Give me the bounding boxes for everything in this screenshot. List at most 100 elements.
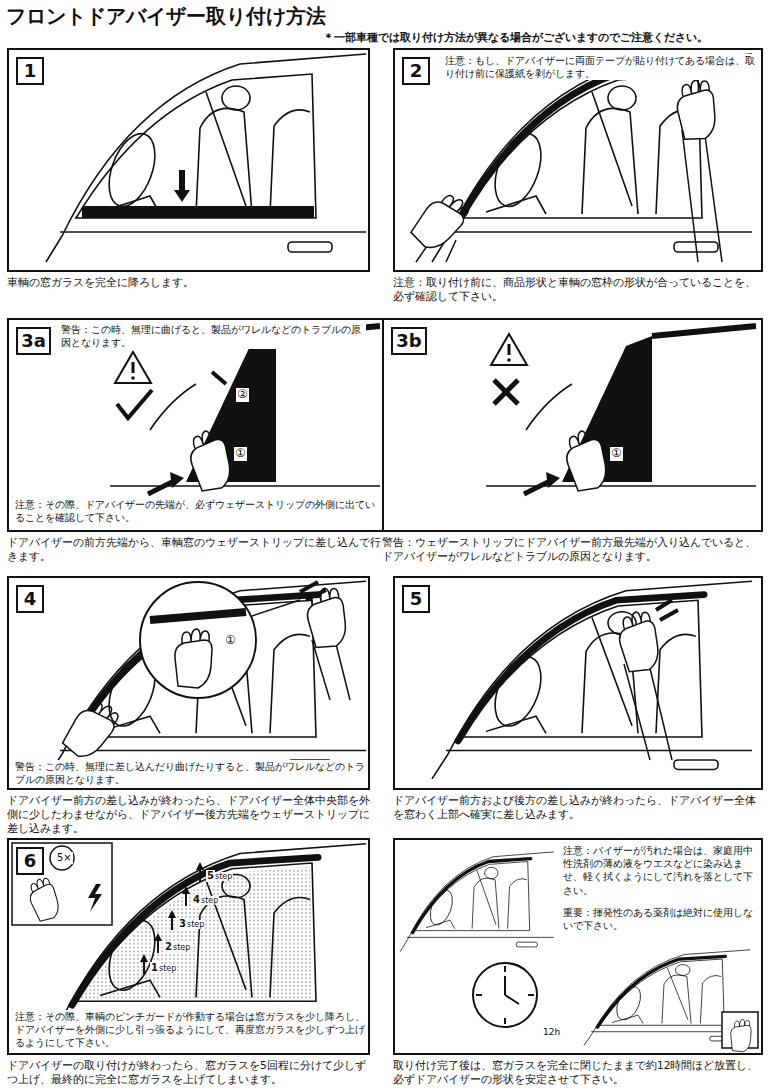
callout-number: ① — [224, 634, 237, 648]
time-label: 12h — [542, 1027, 561, 1037]
step-number: 2 — [410, 62, 423, 80]
car-window-illustration — [150, 612, 246, 620]
step-label: step — [172, 943, 191, 952]
step-caption: 車輌の窓ガラスを完全に降ろします。 — [7, 276, 370, 290]
step-number-box: 3a — [16, 327, 51, 355]
car-window-illustration — [46, 54, 366, 262]
callout-number: ② — [236, 388, 249, 402]
step-number: 6 — [24, 852, 37, 870]
car-window-illustration — [731, 1019, 751, 1051]
step-number-box: 1 — [16, 57, 44, 85]
step-caption: ドアバイザーの取り付けが終わったら、窓ガラスを5回程に分けて少しずつ上げ、最終的… — [7, 1059, 370, 1087]
car-window-illustration — [458, 68, 704, 222]
callout-number: ① — [610, 447, 623, 461]
step-panel: 車輌の窓ガラスを完全に降ろします。1 — [7, 48, 370, 272]
car-window-illustration — [46, 581, 366, 779]
step-panel: ドアバイザー前方および後方の差し込みが終わったら、ドアバイザー全体を窓わく上部へ… — [393, 576, 763, 790]
note-text: 注意：もし、ドアバイザーに両面テープが貼り付けてある場合は、取り付け前に保護紙を… — [445, 54, 757, 80]
car-window-illustration — [624, 660, 672, 760]
car-window-illustration — [674, 78, 719, 142]
car-window-illustration — [656, 600, 678, 620]
step-number-box: 4 — [16, 585, 44, 613]
weatherstrip-closeup — [560, 427, 611, 494]
car-window-illustration — [400, 852, 554, 952]
step-caption: ドアバイザー前方および後方の差し込みが終わったら、ドアバイザー全体を窓わく上部へ… — [393, 794, 763, 822]
car-window-illustration — [303, 586, 350, 651]
weatherstrip-closeup — [184, 427, 235, 494]
car-window-illustration — [300, 582, 326, 600]
car-window-illustration — [12, 843, 112, 925]
callout-number: ① — [234, 447, 247, 461]
step-caption: 取り付け完了後は、窓ガラスを完全に閉じたままで約12時間ほど放置し、必ずドアバイ… — [393, 1059, 763, 1087]
step-label: step — [200, 896, 219, 905]
step-caption: 注意：取り付け前に、商品形状と車輌の窓枠の形状が合っていることを、必ず確認して下… — [393, 276, 763, 304]
car-window-illustration — [682, 128, 722, 262]
weatherstrip-closeup — [494, 380, 518, 404]
weatherstrip-closeup — [491, 334, 527, 365]
car-window-illustration — [400, 852, 554, 952]
step-panel: 警告：この時、無理に曲げると、製品がワレルなどのトラブルの原因となります。注意：… — [7, 318, 384, 532]
car-window-illustration — [432, 581, 752, 779]
note-text: ＊一部車種では取り付け方法が異なる場合がございますのでご注意ください。 — [322, 32, 709, 45]
car-window-illustration — [179, 170, 185, 192]
car-window-illustration — [46, 581, 366, 779]
page-title: フロントドアバイザー取り付け方法 — [6, 4, 326, 28]
car-window-illustration — [473, 963, 537, 1027]
step-number-box: 6 — [16, 847, 44, 875]
weatherstrip-closeup — [486, 326, 756, 494]
note-text: 重要：揮発性のある薬剤は絶対に使用しないで下さい。 — [563, 906, 759, 932]
step-caption: 警告：ウェザーストリップにドアバイザー前方最先端が入り込んでいると、ドアバイザー… — [382, 536, 763, 564]
car-window-illustration — [82, 206, 314, 218]
step-label: step — [186, 920, 205, 929]
car-window-illustration — [140, 582, 256, 698]
car-window-illustration — [46, 581, 366, 779]
step-label: step — [158, 964, 177, 973]
step-number: 1 — [24, 62, 37, 80]
car-window-illustration — [432, 581, 752, 779]
car-window-illustration — [597, 956, 725, 1027]
note-text: 注意：バイザーが汚れた場合は、家庭用中性洗剤の薄め液をウエスなどに染み込ませ、軽… — [563, 844, 759, 897]
weatherstrip-closeup — [110, 326, 380, 494]
step-number: 4 — [24, 590, 37, 608]
car-window-illustration — [432, 581, 752, 779]
step-panel: 注意：バイザーが汚れた場合は、家庭用中性洗剤の薄め液をウエスなどに染み込ませ、軽… — [393, 838, 763, 1055]
car-window-illustration — [413, 859, 531, 933]
step-number: 3b — [396, 332, 421, 350]
repeat-count: 5× — [56, 852, 73, 864]
car-window-illustration — [50, 846, 74, 870]
note-text: 警告：この時、無理に差し込んだり曲げたりすると、製品がワレルなどのトラブルの原因… — [15, 760, 365, 786]
car-window-illustration — [174, 190, 190, 202]
weatherstrip-closeup — [115, 352, 151, 383]
car-window-illustration — [88, 884, 102, 912]
weatherstrip-closeup — [212, 372, 226, 384]
step-number-box: 3b — [391, 327, 427, 355]
step-panel: 注意：もし、ドアバイザーに両面テープが貼り付けてある場合は、取り付け前に保護紙を… — [393, 48, 763, 272]
car-window-illustration — [432, 54, 752, 262]
car-window-illustration — [614, 609, 663, 674]
car-window-illustration — [252, 600, 300, 616]
car-window-illustration — [175, 629, 212, 688]
car-window-illustration — [25, 876, 64, 924]
step-number-box: 2 — [402, 57, 430, 85]
note-text: 警告：この時、無理に曲げると、製品がワレルなどのトラブルの原因となります。 — [61, 323, 366, 349]
step-panel: 警告：ウェザーストリップにドアバイザー前方最先端が入り込んでいると、ドアバイザー… — [382, 318, 763, 532]
step-number-box: 5 — [402, 585, 430, 613]
car-window-illustration — [505, 976, 519, 1004]
step-panel: 警告：この時、無理に差し込んだり曲げたりすると、製品がワレルなどのトラブルの原因… — [7, 576, 370, 790]
car-window-illustration — [46, 54, 366, 262]
car-window-illustration — [407, 187, 473, 256]
step-label: step — [214, 872, 233, 881]
car-window-illustration — [140, 862, 204, 962]
car-window-illustration — [476, 966, 534, 1024]
weatherstrip-closeup — [486, 326, 756, 494]
step-caption: ドアバイザー前方の差し込みが終わったら、ドアバイザー全体中央部を外側に少したわま… — [7, 794, 370, 836]
step-caption: ドアバイザーの前方先端から、車輌窓のウェザーストリップに差し込んで行きます。 — [7, 536, 384, 564]
weatherstrip-closeup — [110, 326, 380, 494]
step-number: 3a — [21, 332, 46, 350]
car-window-illustration — [407, 54, 752, 262]
car-window-illustration — [59, 695, 123, 765]
note-text: 注意：その際、ドアバイザーの先端が、必ずウェザーストリップの外側に出ていることを… — [15, 498, 377, 524]
note-text: 注意：その際、車輌のピンチガードが作動する場合は窓ガラスを少し降ろし、ドアバイザ… — [15, 1010, 367, 1050]
car-window-illustration — [458, 595, 704, 741]
